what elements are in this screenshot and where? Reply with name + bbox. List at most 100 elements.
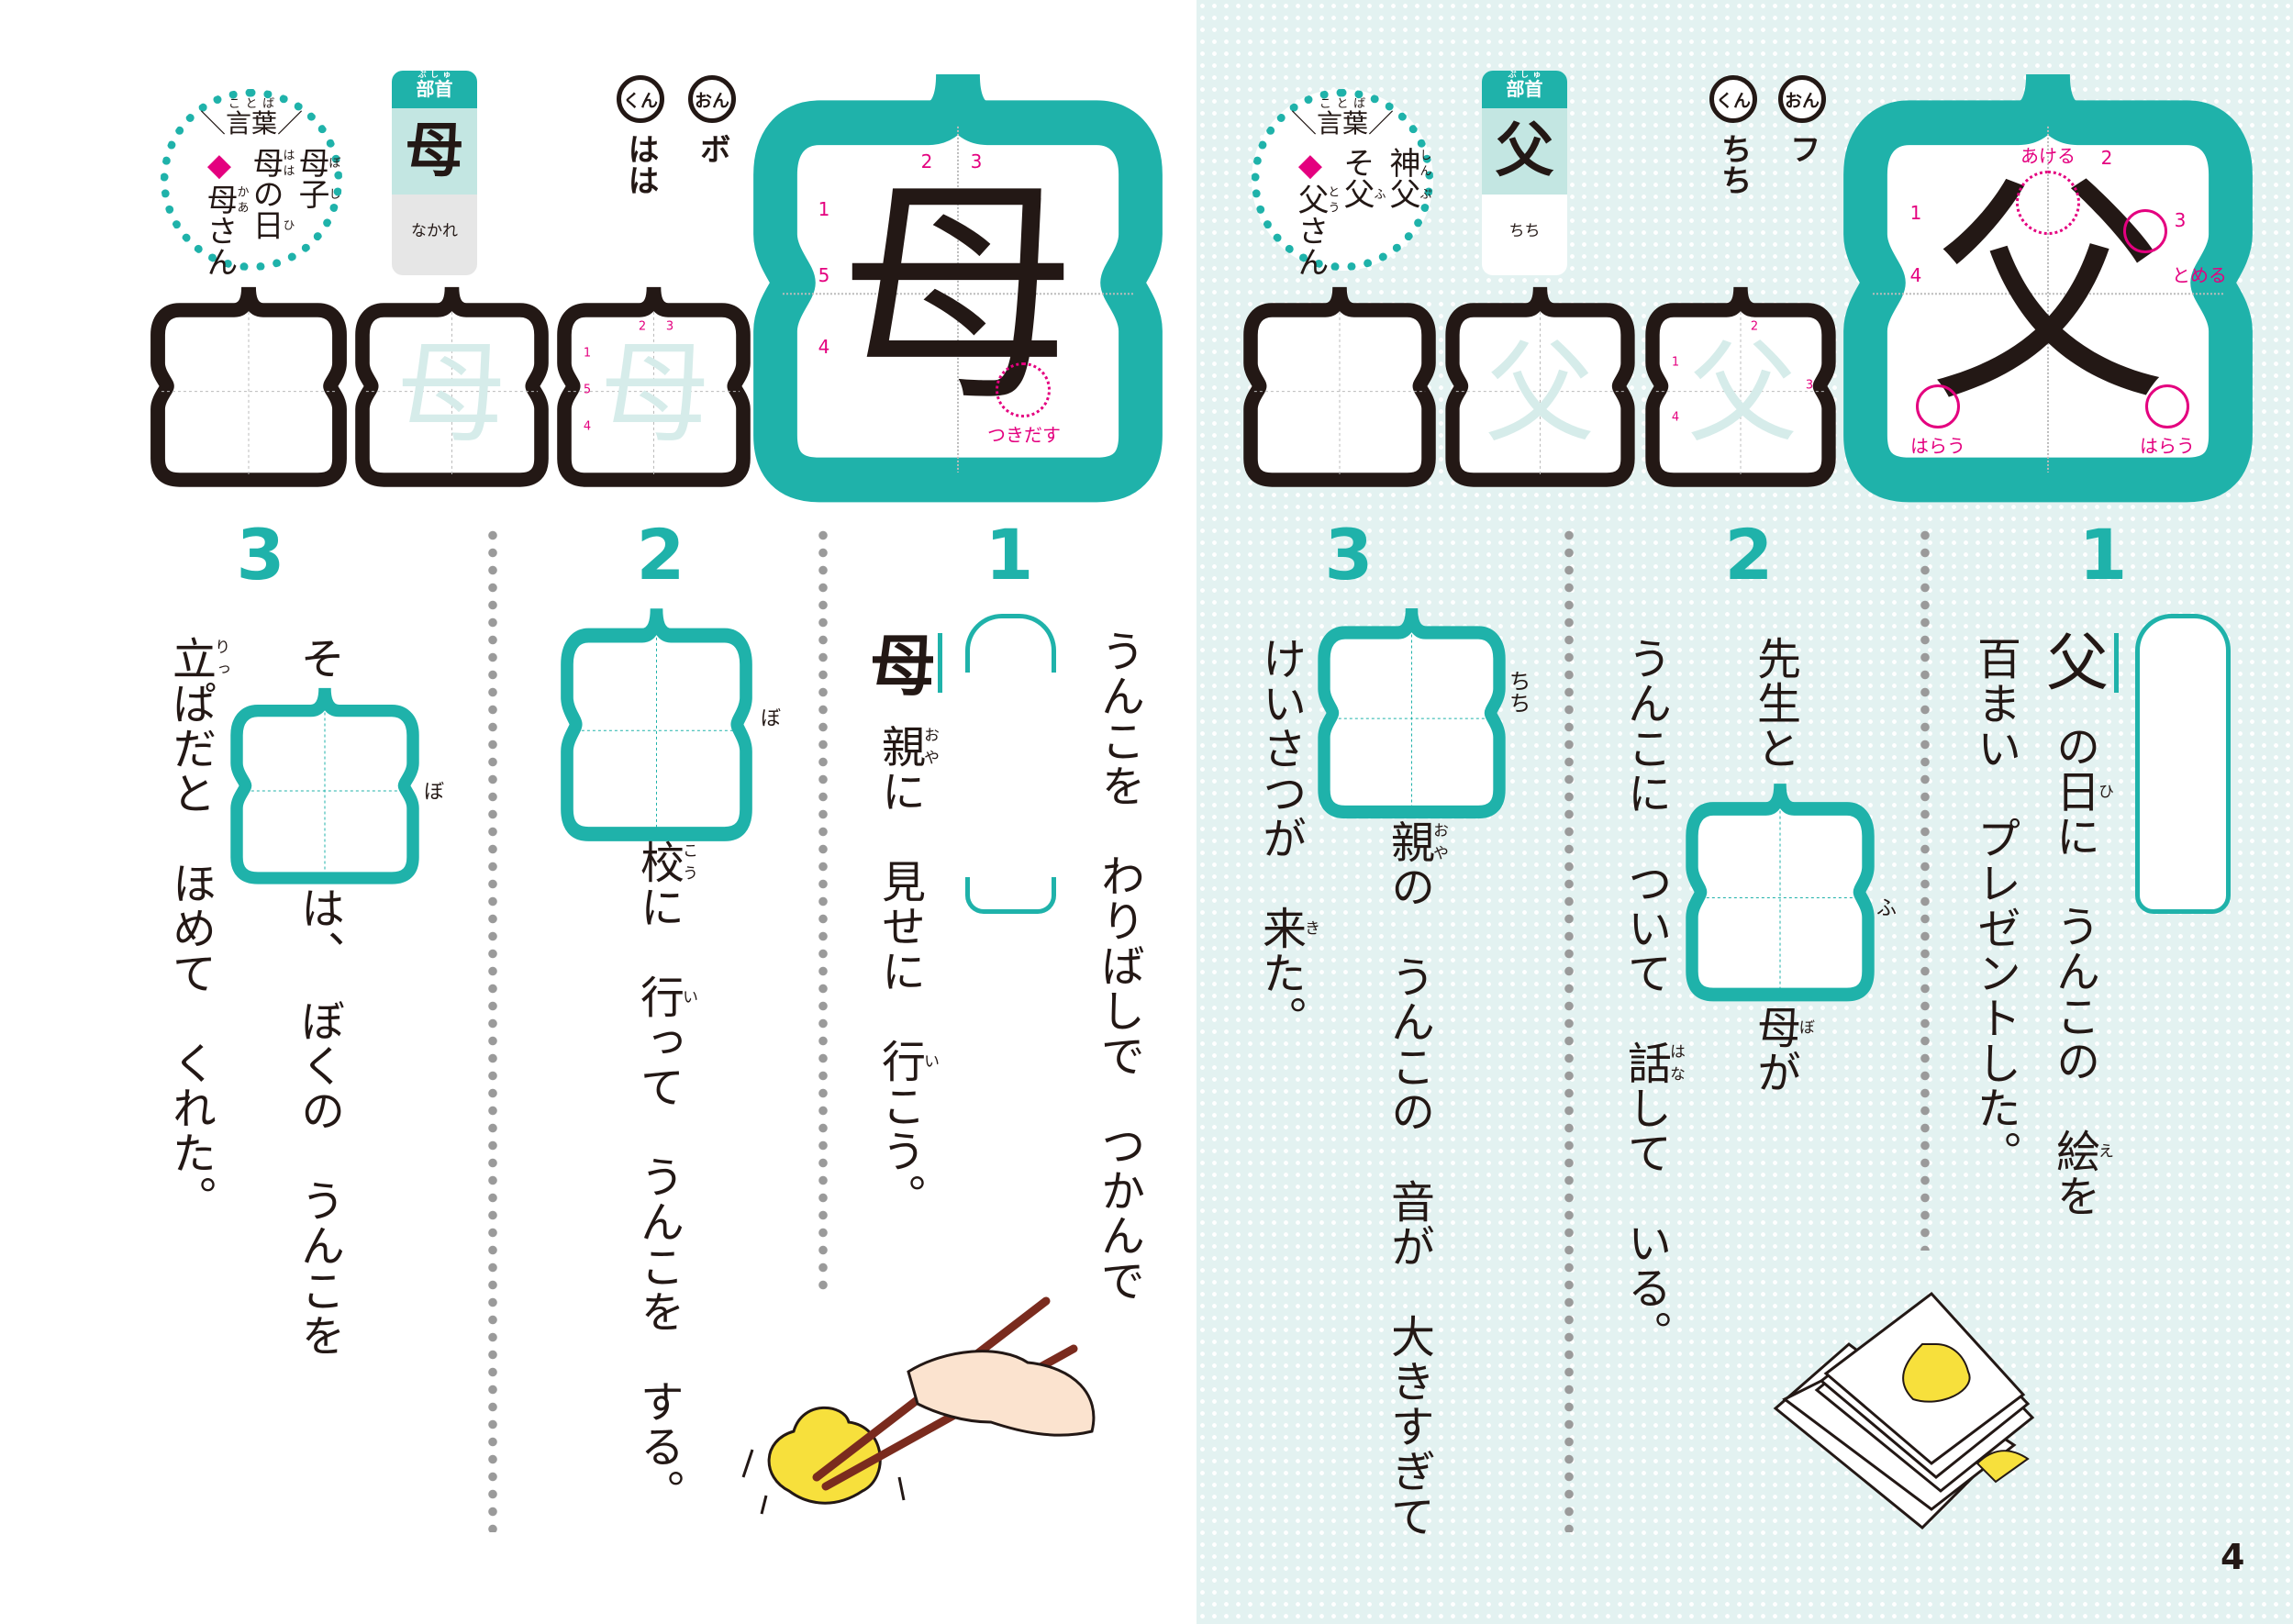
text-run: に (632, 884, 684, 974)
kotoba-title: ＼言葉ことば／ (1290, 97, 1395, 139)
text-run: こう。 (874, 1084, 925, 1218)
on-reading: フ (1784, 133, 1820, 164)
ruby-word: 校こう (632, 840, 697, 884)
page-number: 4 (2221, 1537, 2245, 1577)
text-run: そ (1338, 147, 1375, 178)
ruby-word: 立りっ (164, 636, 229, 681)
text-run: 百まい プレゼントした。 (1969, 636, 2020, 1175)
exercise-text: 百まい プレゼントした。 (1969, 636, 2020, 1175)
reading-bracket-top[interactable] (965, 614, 1056, 673)
stroke-number: 4 (583, 419, 592, 434)
ruby-word: 母はは (247, 147, 295, 178)
highlight-circle (1916, 384, 1960, 428)
text-run: うんこに ついて (1620, 636, 1671, 1040)
bushu-card: 部首ぶしゅ 父 ちち (1482, 71, 1567, 275)
ruby-word: 話はな (1620, 1040, 1685, 1085)
poop-icon (767, 1406, 882, 1505)
stroke-number: 1 (583, 346, 592, 361)
answer-box[interactable] (1692, 782, 1868, 995)
kotoba-title-text: 言葉 (1316, 108, 1369, 139)
stroke-number: 4 (818, 336, 830, 358)
kotoba-word: 母ぼ子し (293, 147, 340, 209)
practice-box[interactable] (1251, 285, 1429, 480)
stroke-number: 2 (1750, 319, 1759, 334)
on-badge: おん (1778, 75, 1826, 123)
text-run: た。 (1254, 951, 1306, 1040)
bushu-label: 部首 (416, 78, 453, 100)
trace-kanji: 父 (1485, 330, 1595, 458)
highlight-circle (2016, 171, 2080, 235)
answer-box[interactable] (567, 606, 746, 834)
text-run: は、 ぼくの うんこを (293, 885, 344, 1358)
text-run: さん (1292, 215, 1329, 277)
ruby-word: 母かあ (201, 184, 249, 215)
stroke-number: 3 (665, 319, 674, 334)
ruby-word: 親おや (1383, 819, 1448, 864)
answer-ruby: ちち (1505, 670, 1531, 714)
text-run: の うんこの 音が 大きすぎて (1383, 864, 1434, 1539)
hand-icon (907, 1350, 1096, 1437)
practice-box-trace-numbered[interactable] (564, 285, 743, 480)
text-run: けいさつが (1254, 636, 1306, 906)
ruby-word: 行い (632, 974, 697, 1019)
practice-box-trace[interactable] (362, 285, 541, 480)
text-run: が (1749, 1050, 1800, 1095)
exercise-text: 親おやに 見せに 行いこう。 (874, 724, 939, 1218)
practice-box-trace[interactable] (1453, 285, 1628, 480)
stroke-note-open: あける (2020, 145, 2076, 167)
bushu-name: なかれ (392, 195, 477, 275)
ruby-word: 神しん (1384, 147, 1431, 178)
kun-reading: はは (622, 133, 659, 195)
kun-reading: ちち (1715, 133, 1752, 195)
bushu-glyph: 母 (392, 108, 477, 195)
text-run: の (247, 178, 284, 209)
exercise-text: うんこを わりばしで つかんで (1093, 628, 1144, 1303)
bushu-card: 部首ぶしゅ 母 なかれ (392, 71, 477, 275)
exercise-text: そ (293, 636, 344, 681)
stroke-order-frame (775, 71, 1141, 480)
answer-ruby: ぼ (760, 707, 782, 730)
target-kanji: 母 (870, 627, 937, 705)
practice-box[interactable] (158, 285, 339, 480)
exercise-number: 2 (636, 514, 685, 595)
trace-kanji: 母 (396, 330, 506, 458)
stroke-number: 3 (1805, 378, 1814, 393)
reading-bracket[interactable] (2135, 614, 2231, 914)
ruby-word: 行い (874, 1039, 939, 1084)
stroke-number: 1 (1909, 202, 1922, 224)
practice-box-trace-numbered[interactable] (1653, 285, 1829, 480)
kotoba-word: ◆父とうさん (1292, 147, 1340, 277)
exercise-text: の日ひに うんこの 絵えを (2048, 724, 2113, 1218)
exercise-text: 母ぼが (1749, 1005, 1814, 1095)
bushu-name: ちち (1482, 195, 1567, 275)
ruby-word: 日ひ (247, 209, 295, 240)
ruby-word: 父ぷ (1384, 178, 1431, 209)
kun-badge: くん (617, 75, 664, 123)
text-run: ぱだと ほめて くれた。 (164, 681, 216, 1220)
on-reading: ボ (694, 133, 730, 164)
answer-box[interactable] (237, 686, 413, 878)
marker-line (2114, 633, 2119, 693)
ruby-word: 絵え (2048, 1129, 2113, 1174)
dotted-divider (487, 527, 498, 1532)
highlight-circle (996, 362, 1051, 417)
bushu-glyph: 父 (1482, 108, 1567, 195)
stroke-number: 1 (1671, 355, 1680, 370)
answer-box[interactable] (1324, 606, 1499, 812)
chopsticks-illustration (741, 1296, 1096, 1515)
highlight-circle (2123, 209, 2167, 253)
exercise-text: 校こうに 行いって うんこを する。 (632, 840, 697, 1514)
text-run: さん (201, 215, 238, 277)
text-run: に 見せに (874, 769, 925, 1039)
stroke-number: 4 (1909, 264, 1922, 286)
answer-ruby: ぼ (423, 781, 445, 804)
stroke-note-sweep: はらう (1910, 435, 1965, 457)
reading-bracket-bottom[interactable] (965, 877, 1056, 914)
target-kanji: 父 (2046, 628, 2109, 700)
kotoba-word: そ父ふ (1338, 147, 1386, 209)
stroke-note: つきだす (987, 424, 1061, 446)
stroke-number: 3 (2174, 209, 2187, 231)
kun-badge: くん (1709, 75, 1757, 123)
exercise-number: 1 (2078, 514, 2128, 595)
ruby-word: 親おや (874, 724, 939, 769)
